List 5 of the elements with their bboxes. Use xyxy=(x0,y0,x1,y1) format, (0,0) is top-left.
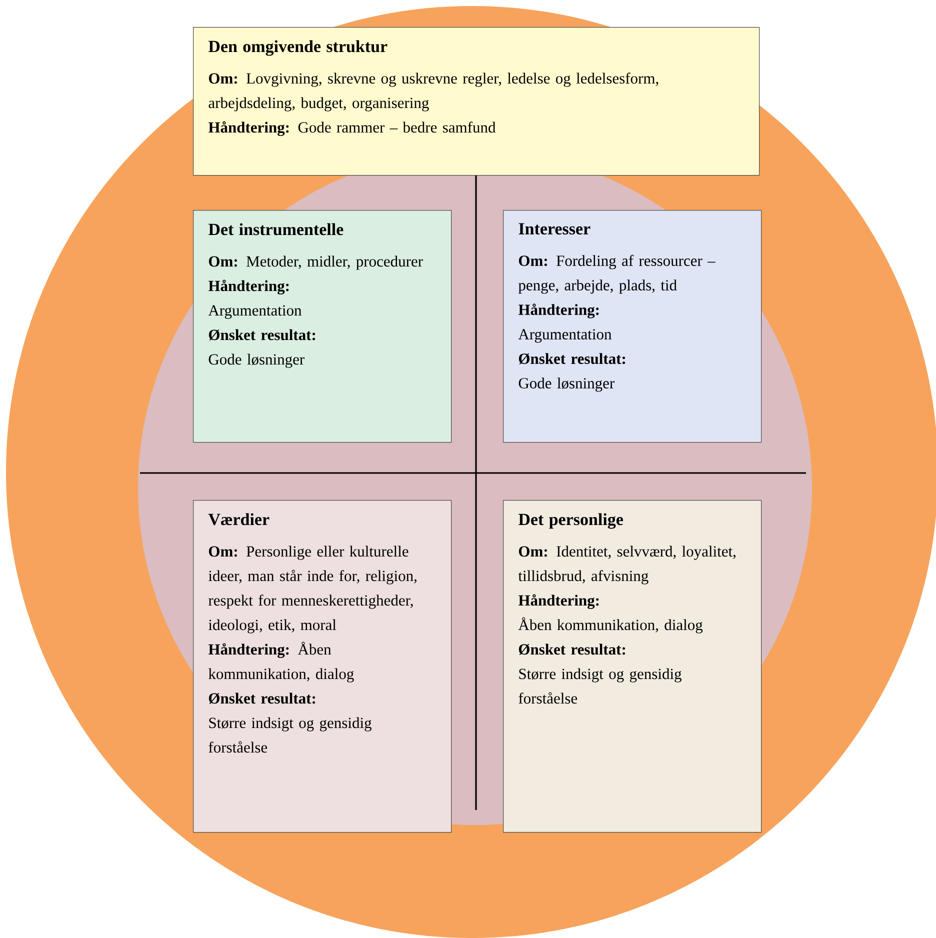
text-box: Værdier Om: Personlige eller kulturelle ideer, man står inde for, religion, respekt for menneskerettigheder, ideologi, etik, moral Håndtering: Åben kommunikation, dialog Ønsket resultat: Større indsigt og gensidig forståelse xyxy=(193,500,452,833)
text-box: Det instrumentelle Om: Metoder, midler, procedurer Håndtering: Argumentation Ønsket resultat: Gode løsninger xyxy=(193,210,452,443)
text-box: Det personlige Om: Identitet, selvværd, loyalitet, tillidsbrud, afvisning Håndtering: Åben kommunikation, dialog Ønsket resultat: Større indsigt og gensidig forståelse xyxy=(503,500,762,833)
text-box: Den omgivende struktur Om: Lovgivning, skrevne og uskrevne regler, ledelse og ledelsesform, arbejdsdeling, budget, organisering Håndtering: Gode rammer – bedre samfund xyxy=(193,27,760,176)
text-box: Interesser Om: Fordeling af ressourcer – penge, arbejde, plads, tid Håndtering: Argumentation Ønsket resultat: Gode løsninger xyxy=(503,210,762,443)
